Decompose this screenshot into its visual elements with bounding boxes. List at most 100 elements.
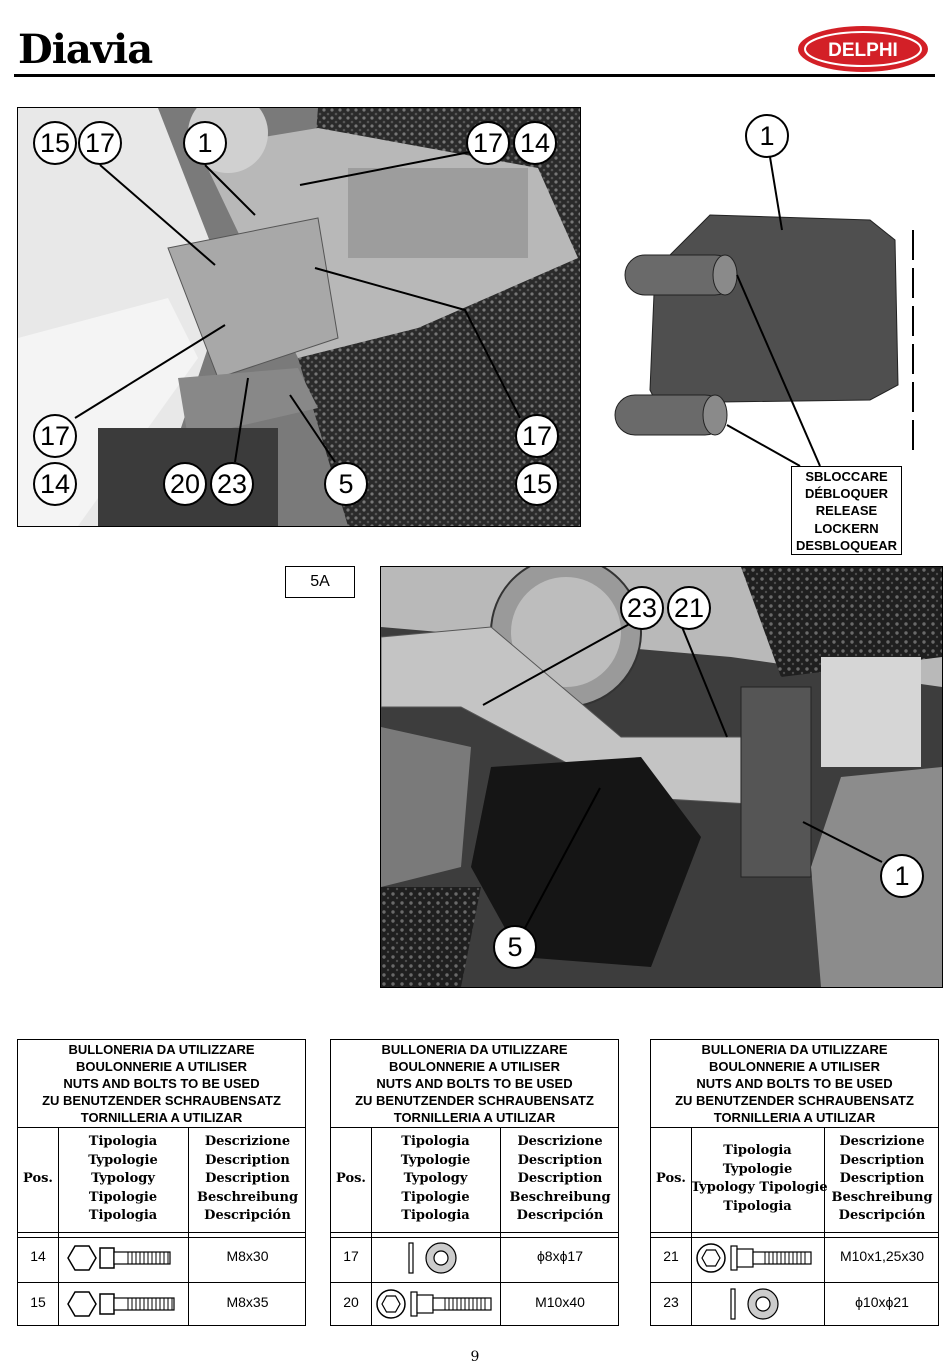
delphi-logo-text: DELPHI <box>828 40 898 61</box>
row-desc: M8x30 <box>226 1248 269 1264</box>
col-pos-header: Pos. <box>23 1171 53 1186</box>
release-line: DESBLOQUEAR <box>795 537 898 553</box>
flange-bolt-icon <box>376 1289 492 1319</box>
row-pos: 23 <box>663 1294 679 1310</box>
heading-line: TORNILLERIA A UTILIZAR <box>80 1110 243 1125</box>
col-desc-line: Description <box>205 1171 290 1187</box>
washer-icon <box>408 1242 457 1274</box>
col-pos-header: Pos. <box>656 1171 686 1186</box>
callout-5: 5 <box>493 925 537 969</box>
row-divider <box>331 1237 618 1238</box>
row-divider <box>651 1237 938 1238</box>
callout-23: 23 <box>210 462 254 506</box>
callout-14: 14 <box>513 121 557 165</box>
brand-title: Diavia <box>18 26 153 73</box>
col-type-header: Tipologia Typologie Typology Tipologie T… <box>371 1133 500 1226</box>
delphi-logo: DELPHI <box>798 26 928 72</box>
col-type-line: Tipologia <box>88 1208 158 1224</box>
callout-1: 1 <box>183 121 227 165</box>
release-line: RELEASE <box>815 503 878 519</box>
heading-line: BULLONERIA DA UTILIZZARE <box>381 1042 568 1057</box>
col-type-line: Tipologie <box>88 1189 158 1205</box>
col-type-line: Typology Tipologie <box>691 1180 828 1196</box>
col-type-line: Tipologie <box>401 1189 470 1205</box>
row-pos: 14 <box>30 1248 46 1264</box>
row-divider <box>18 1232 305 1233</box>
col-divider <box>371 1128 372 1325</box>
table-heading: BULLONERIA DA UTILIZZARE BOULONNERIE A U… <box>18 1040 305 1128</box>
callout-20: 20 <box>163 462 207 506</box>
bolt-icon <box>67 1245 171 1271</box>
heading-line: ZU BENUTZENDER SCHRAUBENSATZ <box>355 1093 594 1108</box>
heading-line: NUTS AND BOLTS TO BE USED <box>696 1076 893 1091</box>
col-desc-line: Descripción <box>516 1208 604 1224</box>
heading-line: BOULONNERIE A UTILISER <box>389 1059 560 1074</box>
bracket-photo <box>614 214 914 450</box>
col-divider <box>824 1128 825 1325</box>
col-type-line: Typologie <box>722 1161 793 1177</box>
heading-line: TORNILLERIA A UTILIZAR <box>713 1110 876 1125</box>
col-pos-header: Pos. <box>336 1171 366 1186</box>
col-divider <box>691 1128 692 1325</box>
col-desc-line: Descrizione <box>204 1134 291 1149</box>
col-type-line: Tipologia <box>723 1198 792 1214</box>
heading-line: BULLONERIA DA UTILIZZARE <box>68 1042 255 1057</box>
page-number: 9 <box>470 1349 480 1365</box>
row-desc: M8x35 <box>226 1294 269 1310</box>
callout-17: 17 <box>515 414 559 458</box>
col-desc-line: Descripción <box>204 1208 291 1224</box>
row-divider <box>18 1237 305 1238</box>
col-type-line: Typology <box>403 1171 468 1187</box>
header-rule <box>14 74 935 77</box>
col-divider <box>500 1128 501 1325</box>
engine-mount-photo-1 <box>18 108 580 526</box>
col-desc-line: Description <box>205 1152 290 1168</box>
row-desc: M10x40 <box>535 1294 585 1310</box>
col-desc-line: Description <box>839 1171 925 1187</box>
row-pos: 17 <box>343 1248 359 1264</box>
heading-line: ZU BENUTZENDER SCHRAUBENSATZ <box>42 1093 281 1108</box>
release-line: SBLOCCARE <box>805 469 888 484</box>
flange-bolt-icon <box>696 1243 812 1273</box>
release-label: SBLOCCARE DÉBLOQUER RELEASE LOCKERN DESB… <box>791 466 902 555</box>
callout-17: 17 <box>466 121 510 165</box>
bolt-icon <box>67 1291 175 1317</box>
col-divider <box>58 1128 59 1325</box>
col-type-header: Tipologia Typologie Typology Tipologie T… <box>691 1142 828 1216</box>
row-desc: M10x1,25x30 <box>839 1248 925 1264</box>
callout-23: 23 <box>620 586 664 630</box>
heading-line: TORNILLERIA A UTILIZAR <box>393 1110 556 1125</box>
col-desc-header: Descrizione Description Description Besc… <box>188 1133 307 1226</box>
callout-1: 1 <box>745 114 789 158</box>
heading-line: BULLONERIA DA UTILIZZARE <box>701 1042 888 1057</box>
col-desc-line: Descrizione <box>517 1134 603 1149</box>
row-divider <box>651 1282 938 1283</box>
bolt-table-1: BULLONERIA DA UTILIZZARE BOULONNERIE A U… <box>17 1039 306 1326</box>
callout-21: 21 <box>667 586 711 630</box>
callout-15: 15 <box>515 462 559 506</box>
col-desc-header: Descrizione Description Description Besc… <box>500 1133 620 1226</box>
row-desc: ϕ10xϕ21 <box>855 1294 909 1310</box>
row-pos: 15 <box>30 1294 46 1310</box>
col-type-line: Tipologia <box>723 1143 792 1158</box>
bolt-table-2: BULLONERIA DA UTILIZZARE BOULONNERIE A U… <box>330 1039 619 1326</box>
table-heading: BULLONERIA DA UTILIZZARE BOULONNERIE A U… <box>331 1040 618 1128</box>
callout-1: 1 <box>880 854 924 898</box>
col-type-line: Typology <box>91 1171 155 1187</box>
row-divider <box>331 1232 618 1233</box>
col-desc-line: Description <box>839 1152 925 1168</box>
engine-mount-photo-2 <box>381 567 942 987</box>
heading-line: ZU BENUTZENDER SCHRAUBENSATZ <box>675 1093 914 1108</box>
col-desc-line: Description <box>517 1171 603 1187</box>
figure-3-photo <box>380 566 943 988</box>
col-desc-line: Descrizione <box>839 1134 925 1149</box>
row-desc: ϕ8xϕ17 <box>536 1248 584 1264</box>
figure-1-photo <box>17 107 581 527</box>
row-divider <box>331 1282 618 1283</box>
col-desc-line: Beschreibung <box>509 1189 611 1205</box>
col-desc-line: Description <box>517 1152 603 1168</box>
col-type-line: Typologie <box>400 1152 471 1168</box>
heading-line: BOULONNERIE A UTILISER <box>76 1059 247 1074</box>
col-desc-line: Descripción <box>838 1208 926 1224</box>
washer-icon <box>730 1288 779 1320</box>
